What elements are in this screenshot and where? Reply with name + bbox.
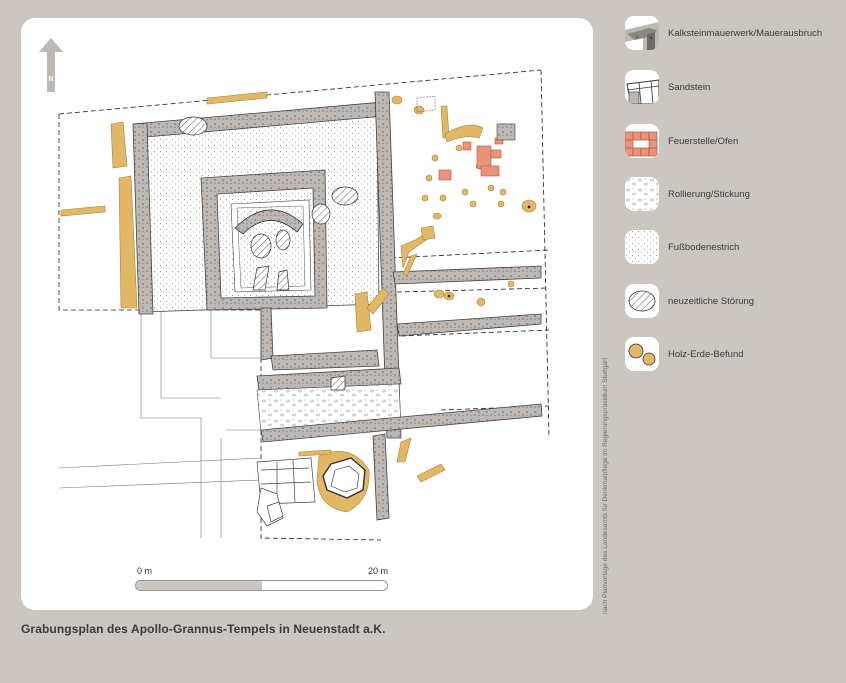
fireplace-oven-swatch-icon: [625, 124, 659, 158]
legend-label: Rollierung/Stickung: [668, 189, 750, 200]
sandstone-swatch-icon: [625, 70, 659, 104]
legend-label: neuzeitliche Störung: [668, 296, 755, 307]
legend-label: Holz-Erde-Befund: [668, 349, 744, 360]
excavation-plan-card: N 0 m 20 m: [21, 18, 593, 610]
scale-bar-track: [135, 580, 388, 591]
legend-label: Kalksteinmauerwerk/Mauerausbruch: [668, 28, 823, 39]
corner-mark: [826, 640, 832, 670]
legend-label: Sandstein: [668, 82, 711, 93]
legend-item-floor-screed: Fußbodenestrich: [625, 230, 840, 266]
plan-caption: Grabungsplan des Apollo-Grannus-Tempels …: [21, 622, 386, 636]
north-letter: N: [48, 76, 54, 83]
legend-item-modern-disturbance: neuzeitliche Störung: [625, 284, 840, 320]
limestone-masonry-swatch-icon: [625, 16, 659, 50]
rubble-bedding-swatch-icon: [625, 177, 659, 211]
scale-bar: 0 m 20 m: [135, 566, 390, 600]
scale-bar-fill: [136, 581, 262, 590]
legend-item-sandstone: Sandstein: [625, 70, 840, 106]
legend-item-fireplace-oven: Feuerstelle/Ofen: [625, 124, 840, 160]
legend-item-rubble-bedding: Rollierung/Stickung: [625, 177, 840, 213]
legend-label: Fußbodenestrich: [668, 242, 740, 253]
modern-disturbance-swatch-icon: [625, 284, 659, 318]
legend-item-timber-earth: Holz-Erde-Befund: [625, 337, 840, 373]
floor-screed-swatch-icon: [625, 230, 659, 264]
legend-label: Feuerstelle/Ofen: [668, 136, 739, 147]
north-arrow-icon: N: [39, 38, 63, 92]
scale-start-label: 0 m: [137, 566, 153, 576]
legend-item-limestone-masonry: Kalksteinmauerwerk/Mauerausbruch: [625, 16, 840, 52]
excavation-plan: [58, 69, 550, 541]
scale-end-label: 20 m: [367, 566, 388, 576]
source-credit: nach Planvorlage des Landesamts für Denk…: [602, 357, 609, 614]
timber-earth-feature-swatch-icon: [625, 337, 659, 371]
